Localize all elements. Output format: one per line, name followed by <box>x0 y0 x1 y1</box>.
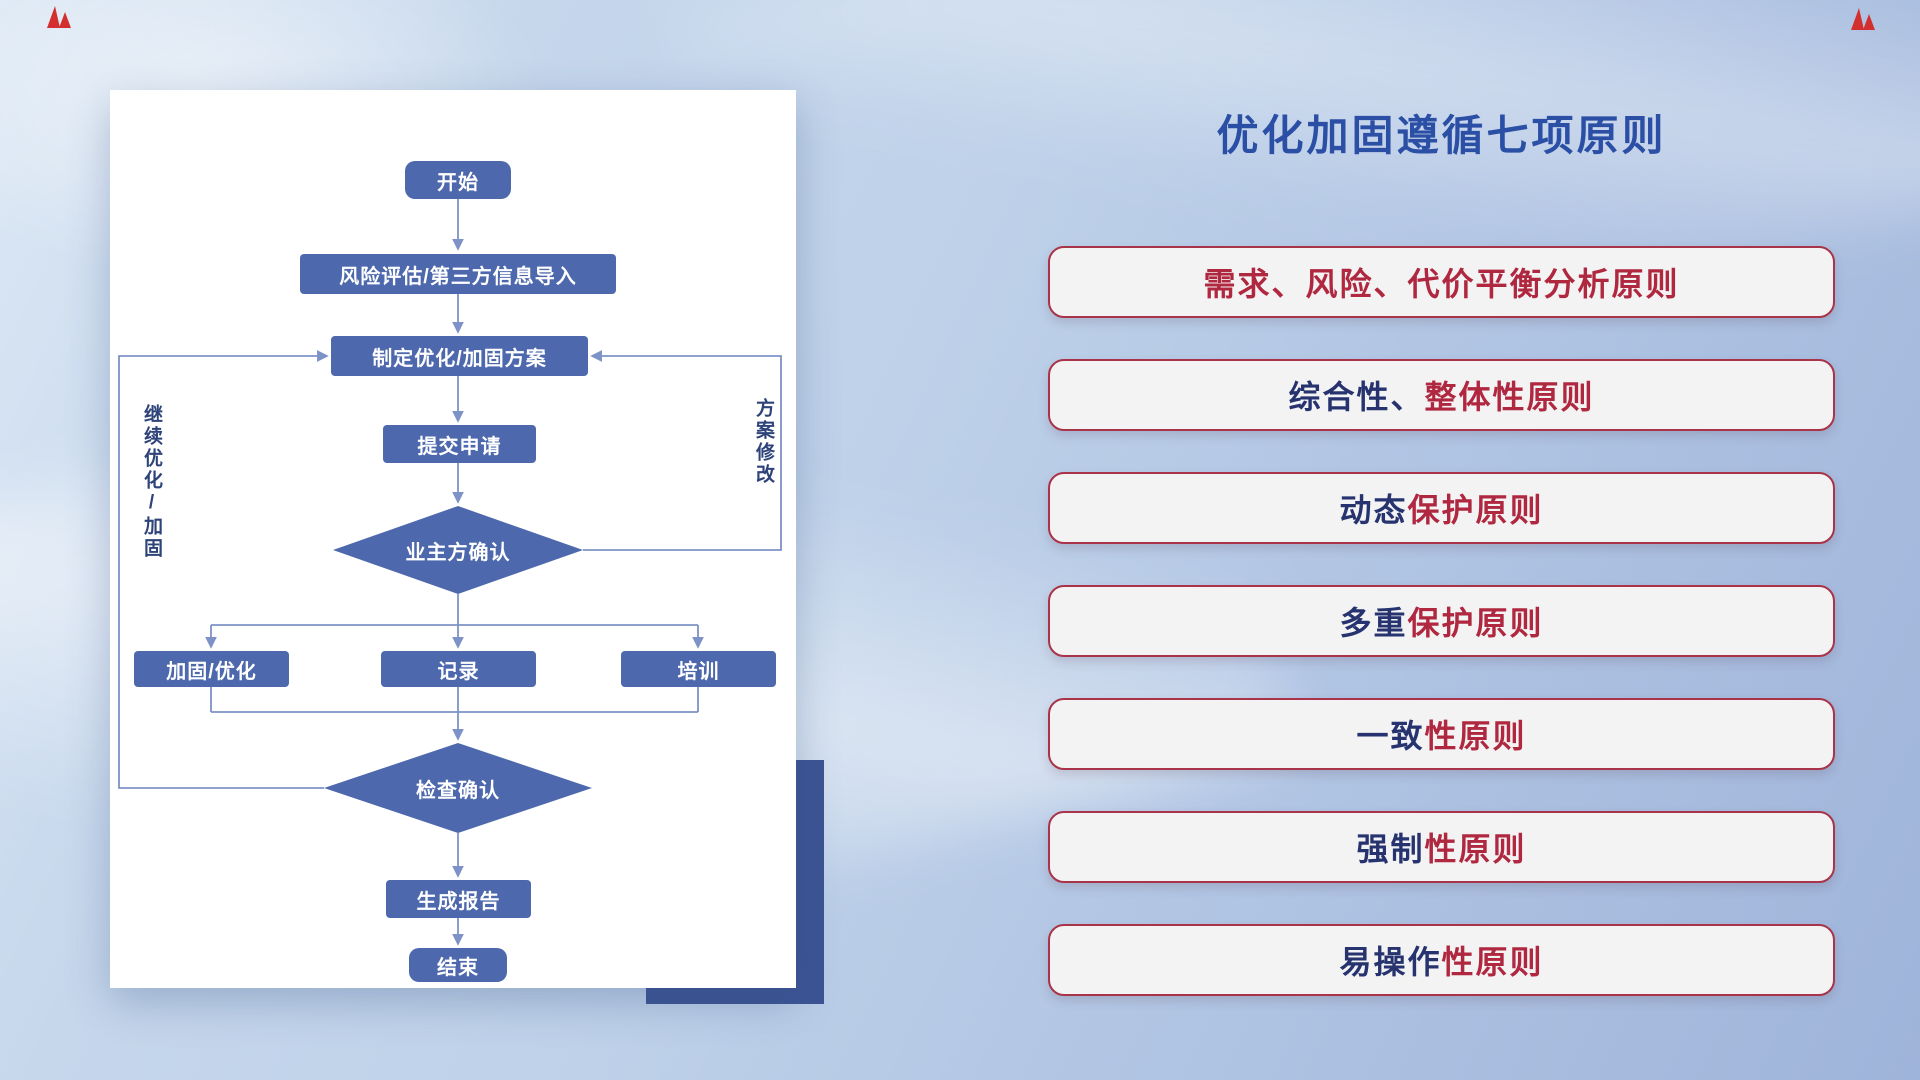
flow-node-end: 结束 <box>409 948 507 982</box>
principle-text-tail: 性原则 <box>1424 831 1527 867</box>
principle-pill: 易操作性原则 <box>1048 924 1835 996</box>
principle-text-lead: 易操作 <box>1339 944 1442 980</box>
flowchart-card: 开始 风险评估/第三方信息导入 制定优化/加固方案 提交申请 业主方确认 加固/… <box>110 90 796 988</box>
flow-node-label: 制定优化/加固方案 <box>372 347 547 370</box>
flow-node-label: 培训 <box>677 660 720 683</box>
principle-text-lead: 动态 <box>1339 492 1408 528</box>
principles-list: 需求、风险、代价平衡分析原则 综合性、整体性原则 动态保护原则 多重保护原则 一… <box>1048 246 1835 996</box>
flow-node-label: 加固/优化 <box>166 660 257 683</box>
flow-decision-check-confirm: 检查确认 <box>324 743 592 833</box>
flow-node-label: 提交申请 <box>417 435 502 458</box>
principle-text-tail: 需求、风险、代价平衡分析原则 <box>1203 266 1680 302</box>
principle-text-tail: 性原则 <box>1424 718 1527 754</box>
principle-text-tail: 保护原则 <box>1407 605 1544 641</box>
flow-node-label: 开始 <box>437 171 479 194</box>
flow-node-risk-import: 风险评估/第三方信息导入 <box>300 254 616 294</box>
principle-text-lead: 强制 <box>1356 831 1425 867</box>
principle-pill: 需求、风险、代价平衡分析原则 <box>1048 246 1835 318</box>
principle-text-lead: 一致 <box>1356 718 1425 754</box>
principle-pill: 一致性原则 <box>1048 698 1835 770</box>
page-title: 优化加固遵循七项原则 <box>1216 112 1667 159</box>
flow-node-record: 记录 <box>381 651 536 687</box>
principle-text-tail: 保护原则 <box>1407 492 1544 528</box>
logo-mark-right <box>1848 6 1878 37</box>
principle-pill: 动态保护原则 <box>1048 472 1835 544</box>
flow-node-start: 开始 <box>405 161 511 199</box>
loop-label-left: 继续优化/加固 <box>141 404 162 560</box>
flow-node-reinforce: 加固/优化 <box>134 651 289 687</box>
principle-pill: 综合性、整体性原则 <box>1048 359 1835 431</box>
logo-mark-left <box>44 4 74 35</box>
flow-node-label: 业主方确认 <box>405 541 511 564</box>
flow-node-submit: 提交申请 <box>383 425 536 463</box>
loop-label-right: 方案修改 <box>753 398 774 486</box>
principle-text-tail: 整体性原则 <box>1424 379 1595 415</box>
flow-node-label: 结束 <box>437 956 479 979</box>
flow-node-label: 检查确认 <box>416 779 500 802</box>
flow-node-label: 风险评估/第三方信息导入 <box>339 265 577 288</box>
flow-connectors <box>118 199 782 946</box>
flow-node-label: 生成报告 <box>416 890 501 913</box>
principle-pill: 多重保护原则 <box>1048 585 1835 657</box>
flow-decision-owner-confirm: 业主方确认 <box>333 506 583 594</box>
principle-text-lead: 多重 <box>1339 605 1408 641</box>
flow-node-label: 记录 <box>437 660 480 683</box>
principles-panel: 优化加固遵循七项原则 需求、风险、代价平衡分析原则 综合性、整体性原则 动态保护… <box>1048 112 1835 996</box>
principle-pill: 强制性原则 <box>1048 811 1835 883</box>
principle-text-tail: 性原则 <box>1441 944 1544 980</box>
flow-node-report: 生成报告 <box>386 880 531 918</box>
flow-node-make-plan: 制定优化/加固方案 <box>331 336 588 376</box>
flow-node-training: 培训 <box>621 651 776 687</box>
principle-text-lead: 综合性、 <box>1288 379 1425 415</box>
